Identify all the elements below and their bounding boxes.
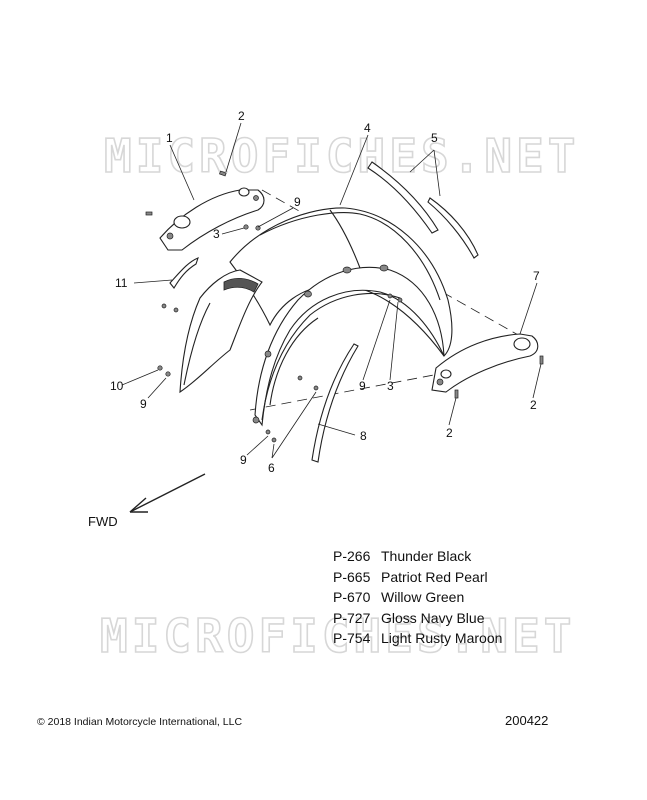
rail-1 [159, 187, 265, 251]
color-code: P-754 [333, 630, 371, 646]
color-code: P-727 [333, 609, 371, 626]
color-row: P-665 Patriot Red Pearl [333, 567, 502, 588]
color-row: P-727 Gloss Navy Blue [333, 608, 502, 629]
color-row: P-266 Thunder Black [333, 546, 502, 567]
forward-label: FWD [88, 514, 118, 529]
assembly-line-bottom [249, 369, 461, 411]
color-name: Light Rusty Maroon [381, 630, 503, 646]
color-row: P-670 Willow Green [333, 587, 502, 608]
callout-2-bottom: 2 [446, 426, 453, 440]
watermark-top: MICROFICHES.NET [104, 129, 579, 183]
color-row: P-754 Light Rusty Maroon [333, 628, 502, 649]
trim-strip-8 [311, 343, 359, 463]
callout-11: 11 [115, 276, 128, 290]
color-code: P-670 [333, 589, 371, 605]
callout-9-bottom: 9 [240, 453, 247, 467]
callout-7: 7 [533, 269, 540, 283]
rear-fender [179, 207, 453, 427]
color-code: P-266 [333, 548, 371, 564]
color-name: Gloss Navy Blue [381, 609, 485, 626]
callout-10: 10 [110, 379, 124, 393]
trim-strip-5 [367, 161, 479, 259]
watermark-bottom: MICROFICHES.NET [100, 609, 575, 663]
callout-9-left: 9 [140, 397, 147, 411]
callout-5: 5 [431, 131, 438, 145]
callout-3-right: 3 [387, 379, 394, 393]
color-code: P-665 [333, 568, 371, 585]
callout-2-right: 2 [530, 398, 537, 412]
copyright-notice: © 2018 Indian Motorcycle International, … [37, 716, 243, 728]
rail-7 [431, 333, 539, 393]
callout-9-top: 9 [294, 195, 301, 209]
callout-6: 6 [268, 461, 275, 475]
color-name: Patriot Red Pearl [381, 568, 488, 585]
leader-lines [121, 122, 542, 459]
callout-8: 8 [360, 429, 367, 443]
callout-1: 1 [166, 131, 173, 145]
color-name: Willow Green [381, 589, 465, 605]
callout-4: 4 [364, 121, 371, 135]
callout-3-left: 3 [213, 227, 220, 241]
color-code-table: P-266 Thunder Black P-665 Patriot Red Pear… [333, 546, 502, 649]
callout-2-top: 2 [238, 109, 245, 123]
forward-arrow [129, 473, 206, 513]
hardware [145, 170, 544, 443]
callout-9-middle: 9 [359, 379, 366, 393]
color-name: Thunder Black [381, 548, 472, 564]
trim-11 [169, 257, 199, 289]
figure-id: 200422 [505, 713, 549, 728]
